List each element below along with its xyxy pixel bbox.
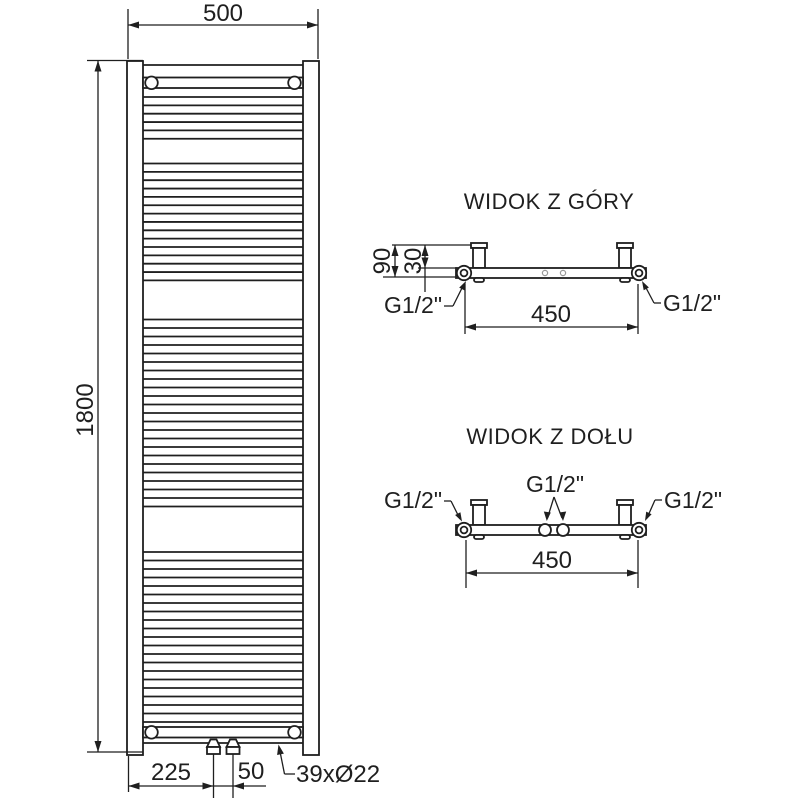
center-connection-hidden — [541, 269, 549, 277]
rung-count-label: 39xØ22 — [296, 761, 380, 788]
top-view-title: WIDOK Z GÓRY — [464, 189, 635, 214]
mounting-circle — [144, 725, 159, 740]
dimension-depth-90: 90 — [369, 245, 399, 277]
bracket-foot — [473, 534, 485, 540]
width-dimension-label: 500 — [203, 0, 243, 27]
mounting-circle — [287, 75, 302, 91]
top-view: WIDOK Z GÓRY 90 — [369, 189, 721, 334]
top-spacing-dimension-label: 450 — [531, 301, 571, 328]
bracket-stem — [618, 247, 632, 269]
end-connection — [455, 521, 473, 539]
dimension-width-500: 500 — [127, 0, 319, 59]
valve-connections — [205, 738, 241, 798]
bottom-view: WIDOK Z DOŁU G1/2" — [384, 424, 722, 588]
bottom-mounting-rung — [142, 725, 304, 740]
end-connection — [630, 264, 648, 282]
left-connection-label: G1/2" — [384, 292, 442, 318]
valve-icon — [205, 738, 222, 748]
bracket-stem — [472, 247, 486, 269]
left-connection-label: G1/2" — [384, 487, 442, 513]
bracket-foot — [619, 277, 631, 283]
center-connection — [538, 523, 552, 537]
radiator-rungs — [143, 96, 303, 723]
offset-dimension-label: 225 — [151, 759, 191, 786]
center-connection — [556, 523, 570, 537]
wall-gap-dimension-label: 30 — [400, 248, 427, 275]
center-connection-callout: G1/2" — [526, 471, 584, 521]
right-connection-label: G1/2" — [663, 290, 721, 316]
mounting-circle — [287, 725, 302, 740]
dimension-top-450: 450 — [464, 284, 639, 334]
right-connection-label: G1/2" — [664, 487, 722, 513]
end-connection — [630, 521, 648, 539]
valve-icon — [225, 738, 241, 748]
depth-dimension-label: 90 — [369, 248, 396, 275]
height-dimension-label: 1800 — [72, 383, 99, 436]
dimension-wall-gap-30: 30 — [400, 245, 429, 292]
top-view-connection-labels: G1/2" G1/2" — [384, 281, 721, 318]
radiator-bar-top-view — [455, 267, 647, 279]
right-collector-tube — [302, 60, 320, 756]
top-mounting-rung — [142, 75, 304, 91]
bottom-view-title: WIDOK Z DOŁU — [466, 424, 633, 449]
wall-brackets-bottom-view — [470, 499, 634, 526]
rung-count-callout: 39xØ22 — [277, 744, 380, 788]
dimension-height-1800: 1800 — [72, 59, 143, 753]
end-connection — [455, 264, 473, 282]
spacing-dimension-label: 50 — [238, 758, 265, 785]
bracket-stem — [618, 504, 632, 526]
left-collector-tube — [126, 60, 144, 756]
dimension-bottom-450: 450 — [465, 540, 639, 588]
bottom-spacing-dimension-label: 450 — [532, 547, 572, 574]
front-view: 500 1800 225 50 39xØ22 — [72, 0, 380, 798]
center-connection-label: G1/2" — [526, 471, 584, 497]
bottom-view-connection-labels: G1/2" G1/2" — [384, 487, 722, 522]
bracket-foot — [473, 277, 485, 283]
wall-brackets-top-view — [470, 242, 634, 269]
bracket-foot — [619, 534, 631, 540]
center-connection-hidden — [559, 269, 567, 277]
bracket-stem — [472, 504, 486, 526]
dimension-bottom-offsets: 225 50 — [127, 756, 266, 792]
mounting-circle — [144, 75, 159, 91]
